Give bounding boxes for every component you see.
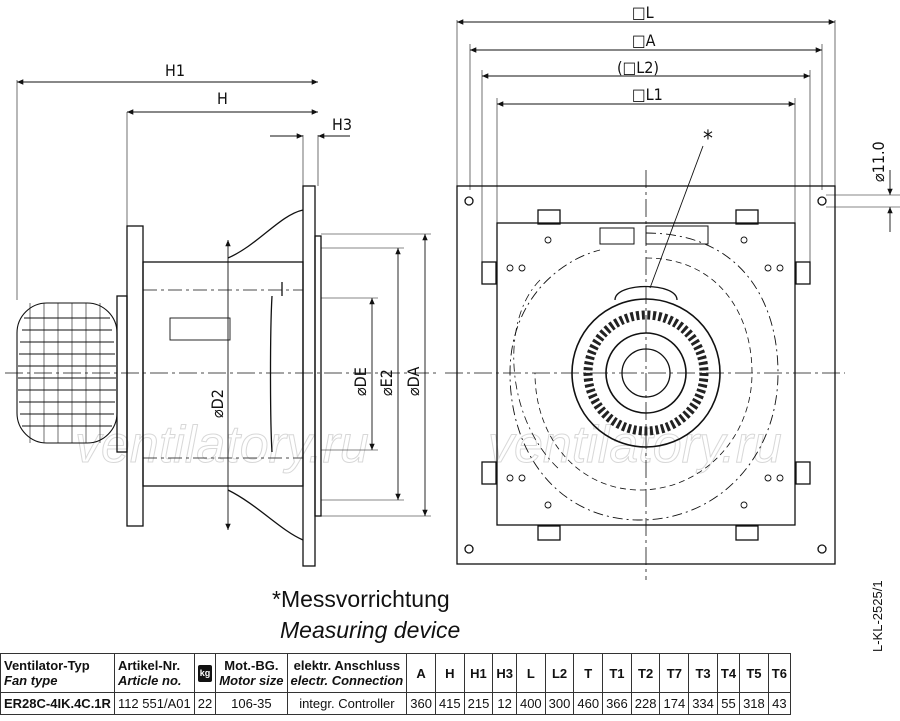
col-h: H <box>434 653 465 693</box>
cell-t4: 55 <box>716 692 741 715</box>
col-motor-size: Mot.-BG.Motor size <box>215 653 288 693</box>
weight-kg-icon: kg <box>197 665 213 682</box>
cell-h1: 215 <box>463 692 494 715</box>
col-l2: L2 <box>544 653 575 693</box>
dim-l2: (□L2) <box>617 58 659 77</box>
col-weight: kg <box>193 653 217 693</box>
dim-da: ⌀DA <box>404 367 423 396</box>
col-a: A <box>406 653 436 693</box>
col-label-en: Fan type <box>4 673 58 688</box>
cell-t: 460 <box>573 692 604 715</box>
dim-hole-diameter: ⌀11.0 <box>869 141 888 182</box>
side-view-labels: H1 H H3 ⌀D2 ⌀DE ⌀E2 ⌀DA <box>165 61 423 418</box>
cell-weight: 22 <box>193 692 217 715</box>
col-h1: H1 <box>463 653 494 693</box>
dim-e2: ⌀E2 <box>377 369 396 396</box>
table-row: ER28C-4IK.4C.1R 112 551/A01 22 106-35 in… <box>0 692 791 715</box>
col-label-en: Motor size <box>219 673 284 688</box>
col-label-de: Ventilator-Typ <box>4 658 90 673</box>
cell-fan-type: ER28C-4IK.4C.1R <box>0 692 115 715</box>
cell-t6: 43 <box>767 692 791 715</box>
col-label-en: electr. Connection <box>290 673 404 688</box>
col-t1: T1 <box>602 653 632 693</box>
col-l: L <box>515 653 546 693</box>
drawing-number: L-KL-2525/1 <box>870 580 885 652</box>
col-label-de: elektr. Anschluss <box>293 658 401 673</box>
dim-h: H <box>217 89 228 108</box>
col-article-no: Artikel-Nr.Article no. <box>113 653 195 693</box>
col-h3: H3 <box>492 653 517 693</box>
col-label-de: Mot.-BG. <box>224 658 279 673</box>
motor-fins <box>16 302 118 444</box>
cell-t7: 174 <box>659 692 690 715</box>
col-label-de: Artikel-Nr. <box>117 658 181 673</box>
front-view-labels: □L □A (□L2) □L1 ⌀11.0 * <box>617 3 888 182</box>
cell-l: 400 <box>515 692 546 715</box>
cell-motor-size: 106-35 <box>215 692 288 715</box>
note-measuring-device-en: Measuring device <box>280 617 461 643</box>
dim-a: □A <box>632 31 656 50</box>
technical-drawing: ventilatory.ru ventilatory.ru <box>5 3 900 580</box>
cell-t2: 228 <box>630 692 661 715</box>
cell-t1: 366 <box>602 692 632 715</box>
front-view <box>445 19 900 580</box>
dim-l: □L <box>632 3 654 22</box>
col-label-en: Article no. <box>117 673 182 688</box>
dim-l1: □L1 <box>632 85 663 104</box>
col-t7: T7 <box>659 653 690 693</box>
watermark-right: ventilatory.ru <box>488 416 782 474</box>
dim-h1: H1 <box>165 61 185 80</box>
col-t: T <box>573 653 604 693</box>
dim-h3: H3 <box>332 115 352 134</box>
col-t6: T6 <box>767 653 791 693</box>
dim-d2: ⌀D2 <box>208 389 227 418</box>
cell-a: 360 <box>406 692 436 715</box>
col-t3: T3 <box>688 653 718 693</box>
cell-t5: 318 <box>739 692 769 715</box>
watermark-left: ventilatory.ru <box>75 416 369 474</box>
col-t5: T5 <box>739 653 769 693</box>
col-t2: T2 <box>630 653 661 693</box>
cell-t3: 334 <box>688 692 718 715</box>
cell-h: 415 <box>434 692 465 715</box>
measuring-device-marker: * <box>703 127 713 152</box>
cell-connection: integr. Controller <box>286 692 408 715</box>
cell-l2: 300 <box>544 692 575 715</box>
cell-article-no: 112 551/A01 <box>113 692 195 715</box>
dim-de: ⌀DE <box>351 367 370 396</box>
note-measuring-device-de: *Messvorrichtung <box>272 586 450 612</box>
cell-h3: 12 <box>492 692 517 715</box>
side-view <box>5 79 440 567</box>
col-t4: T4 <box>716 653 741 693</box>
